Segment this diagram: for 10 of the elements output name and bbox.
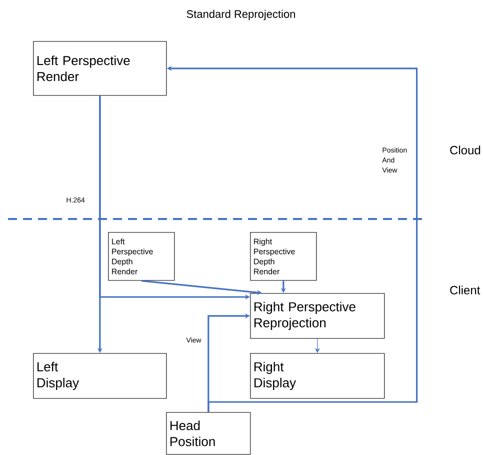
process-box: Right Perspective Depth Render	[250, 232, 317, 281]
region-label: Cloud	[450, 146, 480, 154]
region-label: Client	[450, 286, 480, 294]
process-box: Left Perspective Depth Render	[108, 232, 175, 281]
process-box: Left Display	[33, 353, 167, 399]
process-box: Right Display	[250, 353, 385, 399]
process-box: Left Perspective Render	[33, 41, 167, 96]
process-box: Head Position	[166, 412, 251, 455]
title: Standard Reprojection	[186, 10, 295, 20]
process-box: Right Perspective Reprojection	[250, 293, 385, 339]
